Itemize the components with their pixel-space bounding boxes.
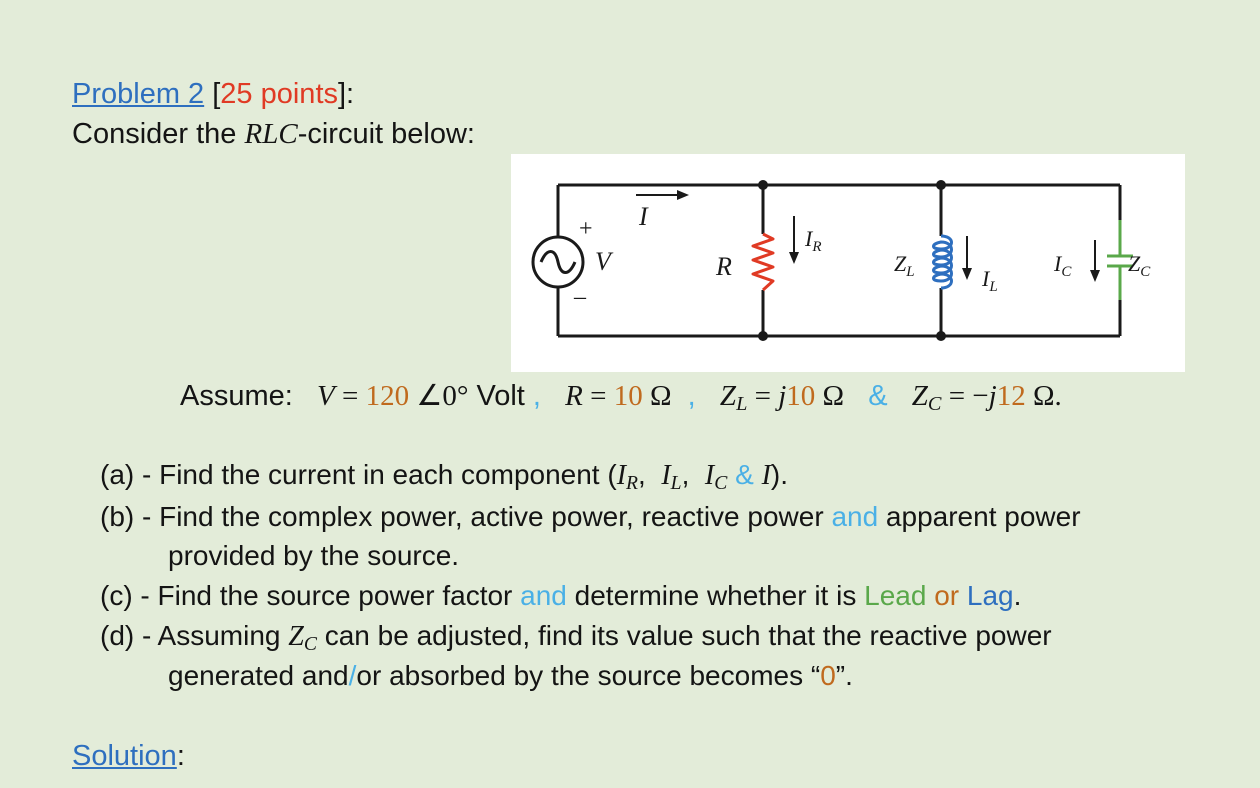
intro-math: RLC (244, 118, 298, 150)
node-bottom-l (936, 331, 946, 341)
qc-text2: determine whether it is (566, 580, 865, 611)
assume-v-angle: ∠0° (409, 380, 469, 412)
node-top-r (758, 180, 768, 190)
label-i: I (638, 202, 649, 231)
assume-zc: ZC (911, 380, 942, 416)
qb-text1: (b) - Find the complex power, active pow… (100, 501, 832, 532)
circuit-diagram: + – V I R IR ZL IL IC ZC (511, 154, 1185, 372)
qb-and: and (831, 501, 879, 532)
assume-line: Assume: V = 120 ∠0° Volt , R = 10 Ω , ZL… (180, 378, 1062, 416)
qc-lead: Lead (864, 580, 927, 611)
problem-title: Problem 2 [25 points]: (72, 78, 354, 111)
qc-text1: (c) - Find the source power factor (100, 580, 521, 611)
question-d-cont: generated and/or absorbed by the source … (168, 660, 853, 692)
label-zl: ZL (894, 251, 915, 280)
current-i-arrow-icon (636, 190, 689, 200)
label-ir: IR (804, 226, 822, 255)
intro-suffix: -circuit below: (297, 118, 475, 150)
capacitor-icon (1107, 220, 1133, 300)
inductor-icon (932, 234, 953, 290)
qa-ir: IR (616, 460, 638, 494)
assume-label: Assume: (180, 380, 293, 412)
bracket-open: [ (204, 78, 221, 110)
assume-zc-unit: Ω. (1025, 380, 1062, 412)
assume-sep2: , (679, 380, 696, 412)
assume-zl-j: j (778, 380, 787, 412)
assume-zl: ZL (719, 380, 748, 416)
qd-text1: (d) - Assuming (100, 620, 289, 651)
qd-slash: / (348, 660, 357, 691)
assume-sep1: , (524, 380, 541, 412)
qc-and: and (520, 580, 567, 611)
label-r: R (715, 252, 732, 281)
question-d: (d) - Assuming ZC can be adjusted, find … (100, 620, 1052, 656)
assume-eq2: = (582, 380, 614, 412)
assume-zc-val: 12 (996, 380, 1026, 412)
qb-text2: apparent power (878, 501, 1081, 532)
question-a-text: (a) - Find the current in each component… (100, 459, 617, 490)
assume-eq3: = (747, 380, 779, 412)
assume-zl-unit: Ω (815, 380, 845, 412)
points-label: 25 points (220, 78, 338, 110)
resistor-icon (751, 232, 775, 292)
qd-cont2: or absorbed by the source becomes “ (356, 660, 821, 691)
qc-end: . (1013, 580, 1022, 611)
assume-eq4: = − (941, 380, 989, 412)
qd-zc: ZC (288, 621, 317, 655)
assume-zl-val: 10 (786, 380, 816, 412)
solution-colon: : (176, 740, 185, 772)
current-ir-arrow-icon (789, 216, 799, 264)
assume-v-mag: 120 (365, 380, 410, 412)
qa-ic: IC (704, 460, 728, 494)
node-bottom-r (758, 331, 768, 341)
label-il: IL (981, 266, 998, 295)
question-c: (c) - Find the source power factor and d… (100, 580, 1021, 612)
minus-sign: – (573, 284, 587, 310)
qa-amp: & (735, 459, 754, 490)
assume-v-unit: Volt (468, 380, 525, 412)
qa-close: ). (770, 459, 788, 490)
assume-r-val: 10 (613, 380, 643, 412)
intro-text: Consider the RLC-circuit below: (72, 118, 475, 151)
qc-or: or (926, 580, 967, 611)
question-a: (a) - Find the current in each component… (100, 459, 788, 494)
assume-r-unit: Ω (642, 380, 672, 412)
ac-source-icon (531, 235, 585, 289)
qd-cont1: generated and (168, 660, 349, 691)
label-zc: ZC (1128, 251, 1151, 280)
bracket-close: ]: (338, 78, 355, 110)
assume-zc-j: j (988, 380, 997, 412)
assume-eq1: = (334, 380, 366, 412)
qa-i: I (761, 460, 771, 491)
circuit-svg: + – V I R IR ZL IL IC ZC (531, 180, 1151, 341)
qd-text2: can be adjusted, find its value such tha… (316, 620, 1052, 651)
node-top-l (936, 180, 946, 190)
assume-amp: & (868, 380, 888, 412)
label-v: V (595, 247, 614, 276)
solution-link[interactable]: Solution (72, 740, 177, 772)
plus-sign: + (579, 216, 593, 242)
question-b-cont: provided by the source. (168, 540, 460, 571)
current-il-arrow-icon (962, 236, 972, 280)
label-ic: IC (1053, 251, 1072, 280)
assume-v: V (317, 380, 335, 412)
assume-r: R (565, 380, 583, 412)
intro-prefix: Consider the (72, 118, 245, 150)
qd-cont3: ”. (835, 660, 853, 691)
solution-heading: Solution: (72, 740, 185, 773)
question-b: (b) - Find the complex power, active pow… (100, 501, 1081, 533)
qd-zero: 0 (820, 660, 836, 691)
qc-lag: Lag (966, 580, 1014, 611)
qa-il: IL (661, 460, 682, 494)
current-ic-arrow-icon (1090, 240, 1100, 282)
problem-link[interactable]: Problem 2 (72, 78, 205, 110)
